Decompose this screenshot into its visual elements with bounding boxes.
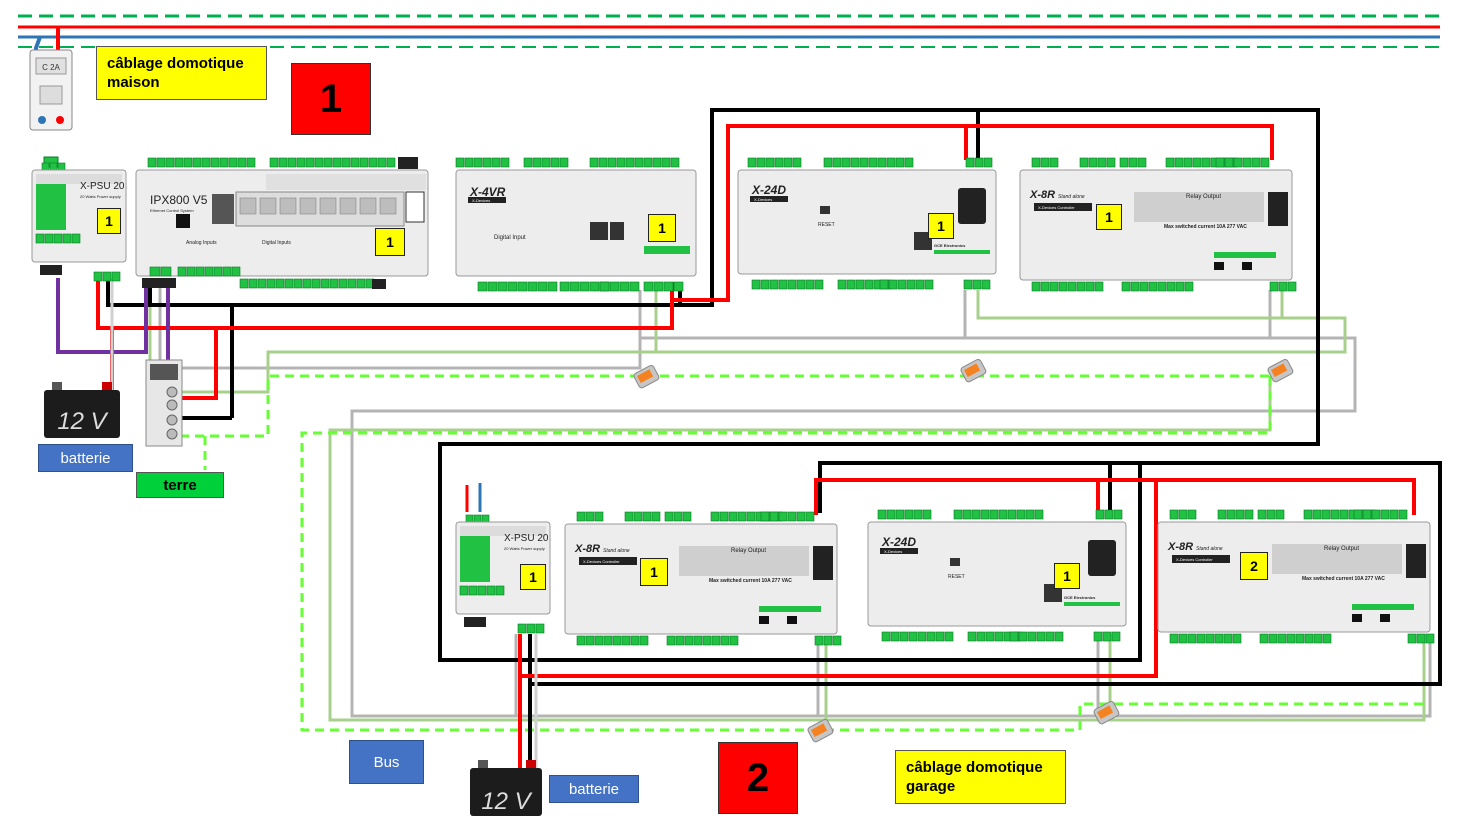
- battery-1-voltage: 12 V: [57, 408, 108, 435]
- wago-connector: [1093, 700, 1120, 725]
- battery-2: 12 V: [470, 760, 542, 816]
- svg-text:Stand alone: Stand alone: [1196, 546, 1223, 552]
- minus-wire: [106, 108, 1442, 770]
- svg-text:Stand alone: Stand alone: [1058, 194, 1085, 200]
- bus-wire-green: [148, 285, 1426, 722]
- svg-text:X-24D: X-24D: [751, 183, 786, 197]
- x24d-1-tag: 1: [928, 213, 954, 239]
- breaker-rating: C 2A: [42, 63, 60, 72]
- plus-wire: [96, 124, 1416, 776]
- earth-label: terre: [136, 472, 224, 498]
- svg-text:20 Watts Power supply: 20 Watts Power supply: [80, 194, 121, 199]
- svg-text:Ethernet Control System: Ethernet Control System: [150, 208, 194, 213]
- psu1-module: X-PSU 20 20 Watts Power supply: [31, 162, 127, 282]
- zone-1-marker: 1: [291, 63, 371, 135]
- svg-text:X-24D: X-24D: [881, 535, 916, 549]
- x4vr-tag: 1: [648, 214, 676, 242]
- svg-text:Stand alone: Stand alone: [603, 548, 630, 554]
- svg-text:Relay Output: Relay Output: [1186, 194, 1221, 200]
- svg-text:Relay Output: Relay Output: [1324, 546, 1359, 552]
- psu2-module: X-PSU 20 20 Watts Power supply: [455, 514, 551, 634]
- svg-text:X-Devices: X-Devices: [472, 198, 490, 203]
- svg-text:IPX800 V5: IPX800 V5: [150, 193, 208, 207]
- svg-text:X-Devices: X-Devices: [884, 549, 902, 554]
- svg-text:X-Devices Controller: X-Devices Controller: [583, 559, 620, 564]
- svg-text:Digital Input: Digital Input: [494, 235, 526, 241]
- battery-2-label: batterie: [549, 775, 639, 803]
- psu1-tag: 1: [97, 208, 121, 234]
- svg-text:Analog Inputs: Analog Inputs: [186, 240, 217, 246]
- svg-text:X-Devices Controller: X-Devices Controller: [1038, 205, 1075, 210]
- svg-text:X-8R: X-8R: [1029, 189, 1055, 201]
- svg-text:Max switched current 10A 277 V: Max switched current 10A 277 VAC: [1164, 224, 1247, 230]
- bus-label: Bus: [349, 740, 424, 784]
- wago-connector: [960, 358, 987, 383]
- svg-text:GCE Electronics: GCE Electronics: [934, 243, 966, 248]
- psu2-tag: 1: [520, 564, 546, 590]
- wago-connector: [807, 718, 834, 743]
- svg-text:RESET: RESET: [818, 222, 835, 228]
- svg-text:X-PSU 20: X-PSU 20: [80, 181, 125, 192]
- svg-text:GCE Electronics: GCE Electronics: [1064, 595, 1096, 600]
- svg-text:X-8R: X-8R: [574, 543, 600, 555]
- earth-wire: [180, 374, 1425, 732]
- svg-text:X-Devices: X-Devices: [754, 197, 772, 202]
- bus-wire-gray: [158, 285, 1432, 718]
- house-wiring-label: câblage domotique maison: [96, 46, 267, 100]
- ipx-tag: 1: [375, 228, 405, 256]
- x24d-2-tag: 1: [1054, 563, 1080, 589]
- svg-text:Relay Output: Relay Output: [731, 548, 766, 554]
- battery-1: 12 V: [44, 382, 120, 438]
- svg-text:RESET: RESET: [948, 574, 965, 580]
- svg-text:X-Devices Controller: X-Devices Controller: [1176, 557, 1213, 562]
- battery-1-label: batterie: [38, 444, 133, 472]
- x8r-2-tag: 1: [640, 558, 668, 586]
- svg-text:X-4VR: X-4VR: [469, 185, 506, 199]
- svg-text:Digital Inputs: Digital Inputs: [262, 240, 291, 246]
- svg-text:X-8R: X-8R: [1167, 541, 1193, 553]
- svg-text:X-PSU 20: X-PSU 20: [504, 533, 549, 544]
- wago-connectors: [633, 358, 1294, 743]
- x8r-1-tag: 1: [1096, 204, 1122, 230]
- earth-terminal-block: [145, 359, 183, 447]
- svg-text:Max switched current 10A 277 V: Max switched current 10A 277 VAC: [709, 578, 792, 584]
- circuit-breaker: C 2A: [29, 49, 73, 168]
- x8r-3-tag: 2: [1240, 552, 1268, 580]
- svg-text:Max switched current 10A 277 V: Max switched current 10A 277 VAC: [1302, 576, 1385, 582]
- svg-text:20 Watts Power supply: 20 Watts Power supply: [504, 546, 545, 551]
- battery-2-voltage: 12 V: [481, 788, 532, 815]
- wago-connector: [633, 364, 660, 389]
- zone-2-marker: 2: [718, 742, 798, 814]
- garage-wiring-label: câblage domotique garage: [895, 750, 1066, 804]
- wago-connector: [1267, 358, 1294, 383]
